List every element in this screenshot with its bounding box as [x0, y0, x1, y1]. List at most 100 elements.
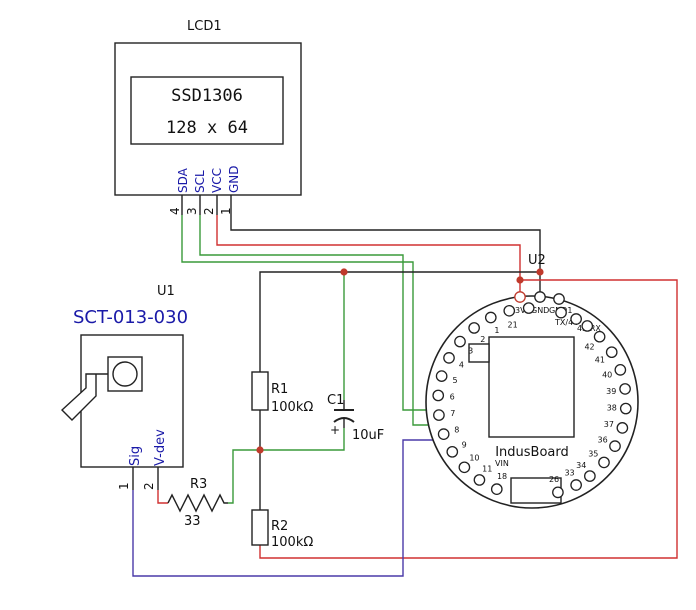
capacitor-c1: C1 + 10uF — [327, 393, 384, 443]
resistor-r3: R3 33 — [167, 477, 228, 529]
board-3v-label: 3V — [515, 306, 526, 315]
lcd-pin-name: GND — [227, 165, 241, 193]
lcd-line2: 128 x 64 — [166, 118, 248, 138]
sensor-plug-icon — [60, 373, 108, 421]
r1-body — [251, 371, 269, 411]
junction-dot — [340, 268, 348, 276]
sensor-pin-name: Sig — [128, 446, 143, 466]
junction-dot — [536, 268, 544, 276]
c1-polarity: + — [330, 423, 340, 437]
board-tx-label: TX/44 — [554, 318, 578, 327]
board-pin — [570, 479, 582, 491]
board-pin-label: 40 — [602, 371, 612, 380]
board-pin — [598, 456, 610, 469]
board-pin-label: 33 — [564, 469, 574, 478]
wire-3v-loop — [259, 279, 678, 559]
r3-zigzag — [167, 493, 228, 513]
board-pin-label: 35 — [588, 449, 598, 458]
sensor-pin-number: 2 — [142, 482, 156, 490]
junction-dot — [256, 446, 264, 454]
board-pin — [473, 474, 486, 486]
board-pin-label: 3 — [468, 347, 473, 356]
board-pin — [605, 346, 618, 359]
sensor-pin-name: V-dev — [153, 429, 168, 466]
lcd-screen — [130, 76, 284, 145]
board-pin-label: 37 — [604, 420, 614, 429]
board-pin — [534, 291, 546, 303]
board-pin — [432, 389, 445, 402]
board-pin — [435, 370, 448, 382]
sensor-pin-number: 1 — [117, 482, 131, 490]
board-pin-label: 1 — [494, 326, 499, 335]
lcd-pin-name: VCC — [210, 168, 224, 193]
board-pin-label: 5 — [453, 376, 458, 385]
board-pin — [484, 311, 497, 324]
resistor-r1: R1 100kΩ — [251, 371, 313, 415]
board-pin — [514, 291, 526, 303]
sensor-jack-icon — [112, 361, 138, 387]
lcd-pin-name: SCL — [193, 170, 207, 193]
wire-r3-vdev — [157, 490, 168, 504]
board-pin — [553, 293, 565, 305]
board-pin — [619, 402, 632, 415]
board-ref: U2 — [528, 253, 546, 268]
wire-sig — [132, 439, 455, 577]
board-pin — [581, 320, 594, 332]
lcd-module: LCD1 SSD1306 128 x 64 SDA SCL VCC GND 4 … — [114, 19, 302, 215]
r2-body — [251, 509, 269, 546]
board-pin-label: 8 — [454, 425, 459, 434]
board-pin-label: 34 — [576, 461, 586, 470]
board-pin-label: 11 — [482, 464, 492, 473]
board-pin — [454, 335, 466, 348]
board-pin-label: 10 — [469, 454, 479, 463]
lcd-pin-number: 3 — [185, 207, 199, 215]
r1-value: 100kΩ — [271, 400, 313, 415]
lcd-pin-number: 2 — [202, 207, 216, 215]
board-pin-label: 7 — [450, 409, 455, 418]
lcd-pin-number: 4 — [168, 207, 182, 215]
board-pin — [584, 470, 596, 482]
resistor-r2: R2 100kΩ — [251, 509, 313, 550]
wire-rail-gnd — [259, 271, 540, 372]
board-pin-label: 39 — [606, 387, 616, 396]
wire-mid-r3 — [228, 449, 260, 504]
board-pin-label: 6 — [450, 392, 455, 401]
r1-ref: R1 — [271, 382, 288, 397]
board-name: IndusBoard — [495, 445, 569, 460]
wires — [132, 215, 678, 577]
board-pin — [570, 313, 582, 325]
sensor-ref: U1 — [157, 284, 175, 299]
c1-ref: C1 — [327, 393, 344, 408]
board-pin — [503, 304, 516, 317]
lcd-ref: LCD1 — [187, 19, 222, 34]
board-pin-label: 26 — [549, 475, 559, 484]
lcd-pin-stubs — [181, 195, 232, 215]
board-pin — [468, 322, 480, 334]
board-pin-label: 2 — [480, 335, 485, 344]
board-pin-label: 38 — [607, 404, 617, 413]
wire-gnd — [230, 215, 541, 292]
lcd-line1: SSD1306 — [171, 86, 243, 106]
board-pin-label: 41 — [595, 356, 605, 365]
wire-sda — [181, 215, 448, 426]
r2-value: 100kΩ — [271, 535, 313, 550]
r3-ref: R3 — [190, 477, 207, 492]
c1-value: 10uF — [352, 428, 384, 443]
r3-value: 33 — [184, 514, 201, 529]
board-pin — [443, 352, 455, 364]
board-pin — [433, 409, 445, 421]
board-pin — [458, 461, 471, 474]
board-pin — [552, 486, 564, 499]
junction-dot — [516, 276, 524, 284]
board-vin-label: VIN — [495, 459, 509, 468]
board-pin — [614, 364, 627, 376]
wire-mid-c1 — [260, 428, 345, 451]
board-pin-label: 42 — [584, 342, 594, 351]
wire-vcc — [216, 215, 521, 292]
board-antenna — [468, 343, 490, 363]
r2-ref: R2 — [271, 519, 288, 534]
lcd-pin-number: 1 — [219, 207, 233, 215]
board-chip — [488, 336, 575, 438]
board-pin-label: 36 — [598, 436, 608, 445]
